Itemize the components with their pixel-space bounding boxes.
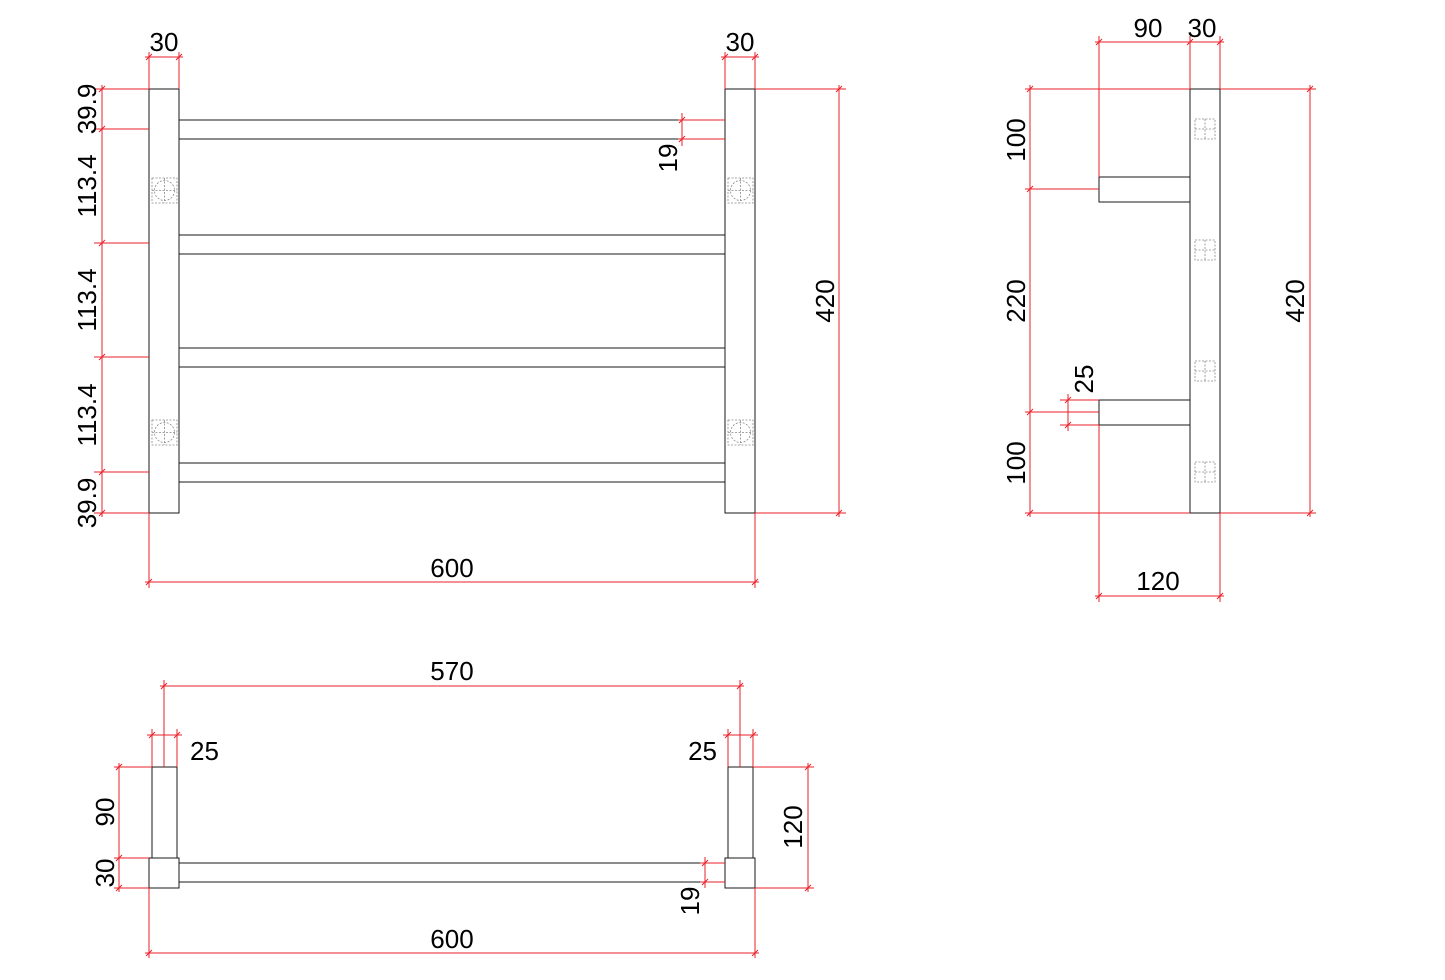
top-view: 570 25 25 90 30 [90, 656, 814, 958]
side-post [1189, 88, 1221, 514]
dim-plan-total-width [145, 888, 759, 958]
dim-label-plan-total-depth: 120 [778, 805, 808, 848]
dim-label-bar-thickness: 19 [653, 144, 683, 173]
dim-right-post-width [721, 52, 759, 89]
dim-label-side-depth: 120 [1136, 566, 1179, 596]
lower-arm [1098, 399, 1191, 426]
dim-label-top-gap: 39.9 [72, 84, 102, 135]
dim-inner-width [160, 680, 744, 767]
dim-plan-bar-thickness [700, 857, 725, 888]
fixing-icon [1194, 239, 1216, 261]
dim-label-spacing-3: 113.4 [72, 383, 102, 446]
mounting-bracket-icons [151, 177, 754, 446]
dim-label-right-arm-width: 25 [688, 736, 717, 766]
dim-label-side-bar-thickness: 25 [1069, 365, 1099, 394]
dim-side-depth [1095, 425, 1224, 602]
dim-label-total-height: 420 [810, 279, 840, 322]
dim-arm-post-widths [1095, 36, 1224, 177]
fixing-icon [1194, 461, 1216, 483]
dim-label-side-total-height: 420 [1280, 279, 1310, 322]
dim-label-right-post-width: 30 [726, 27, 755, 57]
dim-label-left-post-width: 30 [150, 27, 179, 57]
upper-arm [1098, 176, 1191, 203]
dim-label-inner-width: 570 [430, 656, 473, 686]
dim-label-left-arm-width: 25 [190, 736, 219, 766]
dim-label-total-width: 600 [430, 553, 473, 583]
dim-right-arm-width [723, 729, 758, 767]
dim-label-arm-depth: 90 [90, 798, 120, 827]
right-arm-plan [727, 766, 754, 859]
dim-side-total-height [1220, 85, 1316, 517]
dim-left-chain [94, 85, 149, 517]
fixing-icon [1194, 360, 1216, 382]
dim-bar-thickness [678, 113, 725, 146]
dim-label-post-depth: 30 [1188, 13, 1217, 43]
dim-label-spacing-1: 113.4 [72, 154, 102, 217]
rail-bars [179, 119, 725, 483]
dim-total-width [145, 513, 759, 588]
dim-label-top-offset: 100 [1001, 118, 1031, 161]
dim-label-plan-bar-thickness: 19 [675, 887, 705, 916]
side-view: 90 30 100 220 100 25 [1001, 13, 1316, 602]
right-post-plan [724, 857, 756, 889]
dim-total-height [755, 85, 846, 517]
dim-label-plan-total-width: 600 [430, 924, 473, 954]
left-post [148, 88, 180, 514]
dim-label-bar-depth: 30 [90, 859, 120, 888]
dim-left-post-width [145, 52, 183, 89]
left-post-plan [148, 857, 180, 889]
dim-left-arm-width [147, 729, 182, 767]
left-arm-plan [151, 766, 178, 859]
mount-icon [151, 177, 178, 204]
mount-icon [727, 177, 754, 204]
dim-label-arm-length: 90 [1134, 13, 1163, 43]
side-fixing-icons [1194, 118, 1216, 483]
dim-plan-left-chain [114, 763, 152, 892]
dim-label-bottom-offset: 100 [1001, 441, 1031, 484]
dim-label-bottom-gap: 39.9 [72, 478, 102, 529]
dim-side-bar-thickness [1060, 394, 1099, 431]
dim-label-spacing-2: 113.4 [72, 268, 102, 331]
right-post [724, 88, 756, 514]
fixing-icon [1194, 118, 1216, 140]
front-view: 30 30 39.9 113.4 113.4 113.4 39 [72, 27, 846, 588]
dim-plan-total-depth [753, 763, 814, 892]
dim-side-left-chain [1025, 85, 1190, 517]
mount-icon [727, 419, 754, 446]
dim-label-middle-gap: 220 [1001, 279, 1031, 322]
mount-icon [151, 419, 178, 446]
